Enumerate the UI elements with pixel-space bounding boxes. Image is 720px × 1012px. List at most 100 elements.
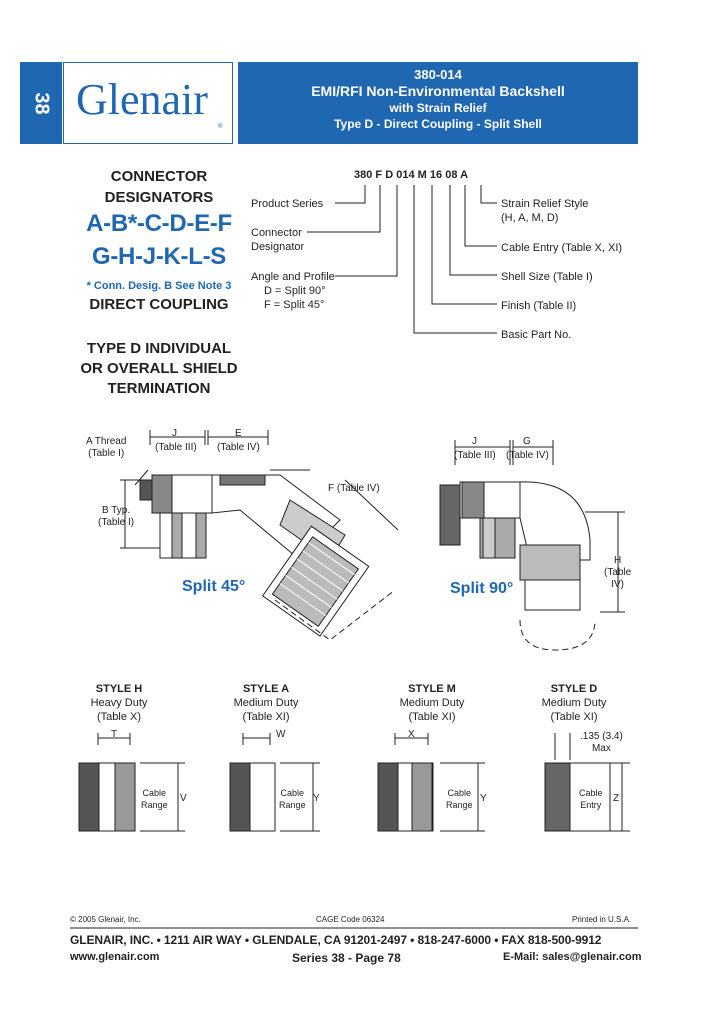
printed-in: Printed in U.S.A. [572, 915, 632, 924]
code-segment: 014 [396, 169, 415, 181]
dim-line: B Typ. [101, 505, 131, 516]
style-table: (Table XI) [550, 711, 598, 723]
style-a-drawing [229, 733, 320, 832]
range-line: Cable [142, 788, 167, 798]
label-line: F = Split 45° [264, 299, 325, 311]
style-h-dim-top: T [111, 729, 118, 740]
label-product-series: Product Series [251, 198, 324, 210]
style-h-drawing [78, 733, 185, 832]
designator-note: * Conn. Desig. B See Note 3 [86, 280, 232, 292]
split45-label: Split 45° [182, 578, 246, 595]
range-line: Range [141, 800, 168, 810]
split45-f-label: F (Table IV) [328, 483, 380, 494]
split90-label: Split 90° [450, 580, 514, 597]
heading-line: DESIGNATORS [104, 189, 214, 206]
website-link[interactable]: www.glenair.com [70, 951, 160, 963]
label-strain-relief: Strain Relief Style (H, A, M, D) [501, 197, 588, 225]
dim-line: (Table [604, 567, 632, 578]
style-a-dim-side: Y [313, 793, 320, 804]
range-line: Entry [580, 800, 602, 810]
code-segment: M [417, 169, 427, 181]
label-angle-profile: Angle and Profile D = Split 90° F = Spli… [251, 270, 335, 312]
style-d-dim-top: .135 (3.4) Max [580, 731, 623, 755]
type-line: OR OVERALL SHIELD [80, 360, 238, 377]
glenair-logo: Glenair [76, 75, 208, 124]
email-link[interactable]: E-Mail: sales@glenair.com [503, 951, 642, 963]
termination-type: TYPE D INDIVIDUAL OR OVERALL SHIELD TERM… [70, 339, 248, 399]
style-m-range: Cable Range [446, 787, 473, 811]
split45-e-label: E [235, 428, 242, 439]
style-h-dim-side: V [180, 793, 187, 804]
split45-j-table: (Table III) [155, 442, 197, 453]
company-address: GLENAIR, INC. • 1211 AIR WAY • GLENDALE,… [70, 933, 602, 947]
title-block: 380-014 EMI/RFI Non-Environmental Backsh… [238, 62, 638, 144]
designator-row-2: G-H-J-K-L-S [91, 243, 226, 270]
part-number-code: 380 F D 014 M 16 08 A [354, 169, 468, 181]
label-cable-entry: Cable Entry (Table X, XI) [501, 242, 623, 254]
style-d-range: Cable Entry [579, 787, 603, 811]
designator-row-1: A-B*-C-D-E-F [86, 210, 232, 237]
product-title: EMI/RFI Non-Environmental Backshell [311, 83, 565, 99]
cage-code: CAGE Code 06324 [316, 915, 385, 924]
split45-drawing [120, 430, 399, 641]
dim-line: Max [591, 743, 611, 754]
style-duty: Heavy Duty [90, 697, 148, 709]
split90-h-label: H (Table IV) [604, 555, 631, 591]
heading-line: CONNECTOR [110, 168, 208, 185]
label-line: Strain Relief Style [501, 198, 589, 210]
code-segment: 16 [429, 169, 443, 181]
style-table: (Table XI) [242, 711, 290, 723]
label-line: D = Split 90° [264, 285, 326, 297]
dim-line: (Table I) [88, 448, 125, 459]
dim-line: A Thread [86, 436, 127, 447]
style-d-drawing [544, 733, 630, 832]
range-line: Cable [280, 788, 305, 798]
code-segment: 380 [354, 169, 373, 181]
section-tab: 38 [20, 62, 62, 144]
dim-line: .135 (3.4) [580, 731, 623, 742]
page-number: Series 38 - Page 78 [292, 951, 401, 965]
style-duty: Medium Duty [233, 697, 299, 709]
type-line: TERMINATION [107, 380, 211, 397]
style-d-caption: STYLE D Medium Duty (Table XI) [530, 682, 618, 724]
style-table: (Table X) [96, 711, 142, 723]
label-line: (H, A, M, D) [501, 212, 559, 224]
style-name: STYLE M [408, 683, 456, 695]
style-table: (Table XI) [408, 711, 456, 723]
part-number-title: 380-014 [414, 67, 462, 82]
split90-g-table: (Table IV) [506, 450, 549, 461]
range-line: Cable [447, 788, 472, 798]
product-type: Type D - Direct Coupling - Split Shell [334, 117, 542, 131]
label-line: Angle and Profile [251, 271, 335, 283]
split90-j-label: J [472, 436, 477, 447]
label-basic-part: Basic Part No. [501, 329, 572, 341]
style-duty: Medium Duty [399, 697, 465, 709]
label-line: Connector [251, 227, 302, 239]
coupling-type: DIRECT COUPLING [89, 296, 229, 313]
code-segment: F [375, 169, 383, 181]
dim-line: IV) [611, 579, 625, 590]
label-finish: Finish (Table II) [501, 300, 577, 312]
a-thread-label: A Thread (Table I) [86, 436, 126, 460]
code-segment: A [460, 169, 469, 181]
split90-j-table: (Table III) [454, 450, 496, 461]
dim-line: (Table I) [98, 517, 135, 528]
label-line: Designator [251, 241, 305, 253]
b-typ-label: B Typ. (Table I) [98, 505, 134, 529]
style-name: STYLE D [550, 683, 598, 695]
logo-frame [63, 62, 233, 144]
range-line: Range [446, 800, 473, 810]
range-line: Cable [579, 788, 603, 798]
split90-g-label: G [523, 436, 531, 447]
dim-line: H [614, 555, 622, 566]
label-connector-designator: Connector Designator [251, 226, 304, 254]
style-a-dim-top: W [276, 729, 286, 740]
style-d-dim-side: Z [613, 793, 620, 804]
style-m-dim-side: Y [480, 793, 487, 804]
product-subtitle: with Strain Relief [389, 101, 487, 115]
split45-j-label: J [172, 428, 177, 439]
label-shell-size: Shell Size (Table I) [501, 271, 593, 283]
range-line: Range [279, 800, 306, 810]
split45-e-table: (Table IV) [217, 442, 260, 453]
